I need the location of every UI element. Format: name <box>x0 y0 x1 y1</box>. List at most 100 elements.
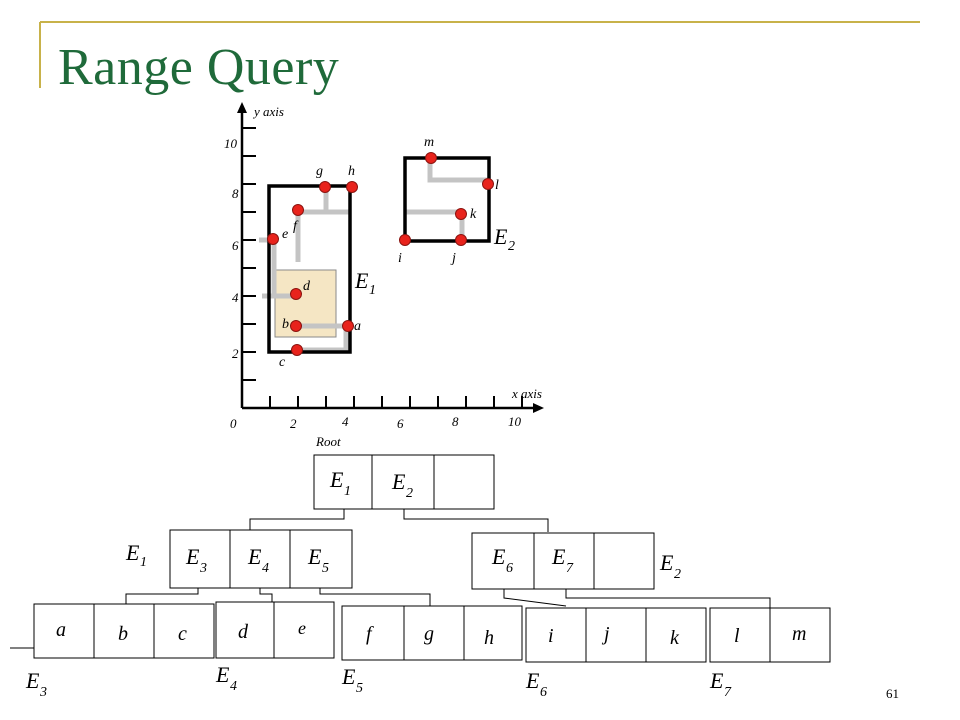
point-i <box>399 234 411 246</box>
point-label-l: l <box>495 178 499 193</box>
node-e1 <box>169 529 353 589</box>
point-label-k: k <box>470 207 477 222</box>
node-e2-entry-e7: E 7 <box>551 544 574 576</box>
y-tick-6: 6 <box>232 238 239 253</box>
svg-text:2: 2 <box>674 567 681 582</box>
point-label-j: j <box>450 251 456 266</box>
svg-text:6: 6 <box>540 685 547 700</box>
point-label-a: a <box>354 319 361 334</box>
svg-text:E: E <box>329 467 344 492</box>
svg-text:E: E <box>125 540 140 565</box>
point-c <box>291 344 303 356</box>
leaf-e5-entry-g: g <box>424 623 434 645</box>
leaf-e4-entry-d: d <box>238 621 249 643</box>
x-axis-label: x axis <box>511 386 542 401</box>
root-connectors <box>249 509 549 532</box>
mbr-e1 <box>267 184 352 354</box>
leaf-e6-entry-k: k <box>670 627 680 649</box>
node-e1-label: E 1 <box>125 540 147 570</box>
svg-text:1: 1 <box>369 283 376 298</box>
leaf-e3 <box>10 603 215 659</box>
point-label-i: i <box>398 251 402 266</box>
slide-corner-decoration <box>39 21 920 88</box>
x-tick-10: 10 <box>508 414 522 429</box>
point-b <box>290 320 302 332</box>
svg-text:E: E <box>493 224 508 249</box>
mbr-label-e2: E 2 <box>493 224 515 254</box>
svg-text:4: 4 <box>262 561 269 576</box>
svg-text:7: 7 <box>566 561 574 576</box>
point-label-d: d <box>303 279 311 294</box>
y-tick-10: 10 <box>224 136 238 151</box>
point-m <box>425 152 437 164</box>
svg-text:E: E <box>307 544 322 569</box>
svg-text:E: E <box>525 668 540 693</box>
point-label-h: h <box>348 164 355 179</box>
leaf-e4-entry-e: e <box>298 618 306 638</box>
leaf-e4 <box>215 601 335 659</box>
point-l <box>482 178 494 190</box>
data-points <box>267 152 494 356</box>
leaf-e6 <box>525 607 707 663</box>
mbr-label-e1: E 1 <box>354 268 376 298</box>
svg-text:E: E <box>25 668 40 693</box>
x-tick-2: 2 <box>290 416 297 431</box>
node-e2-entry-e6: E 6 <box>491 544 513 576</box>
leaf-e7 <box>709 607 831 663</box>
point-label-c: c <box>279 355 286 370</box>
svg-text:1: 1 <box>344 484 351 499</box>
leaf-e6-label: E 6 <box>525 668 547 700</box>
mbr-e2 <box>403 156 491 243</box>
x-tick-8: 8 <box>452 414 459 429</box>
y-tick-2: 2 <box>232 346 239 361</box>
svg-text:1: 1 <box>140 555 147 570</box>
leaf-e3-label: E 3 <box>25 668 47 700</box>
svg-text:E: E <box>659 550 674 575</box>
leaf-e6-entry-i: i <box>548 625 554 647</box>
point-j <box>455 234 467 246</box>
point-k <box>455 208 467 220</box>
leaf-e5 <box>341 605 523 661</box>
point-label-e: e <box>282 227 288 242</box>
leaf-e5-label: E 5 <box>341 664 363 696</box>
leaf-e7-entry-m: m <box>792 623 806 645</box>
axis-origin-label: 0 <box>230 416 237 431</box>
svg-text:E: E <box>341 664 356 689</box>
svg-text:E: E <box>247 544 262 569</box>
y-tick-8: 8 <box>232 186 239 201</box>
leaf-e5-entry-h: h <box>484 627 494 649</box>
leaf-e4-label: E 4 <box>215 662 237 694</box>
node-e1-entry-e4: E 4 <box>247 544 269 576</box>
point-h <box>346 181 358 193</box>
root-entry-e1: E 1 <box>329 467 351 499</box>
svg-text:6: 6 <box>506 561 513 576</box>
page-title: Range Query <box>58 39 340 96</box>
page-number: 61 <box>886 686 899 701</box>
root-label: Root <box>315 434 341 449</box>
y-axis-label: y axis <box>252 104 284 119</box>
svg-text:E: E <box>215 662 230 687</box>
svg-text:E: E <box>551 544 566 569</box>
plot-axes <box>237 102 544 413</box>
leaf-e6-entry-j: j <box>601 623 610 645</box>
leaf-e3-entry-b: b <box>118 623 128 645</box>
leaf-e7-label: E 7 <box>709 668 732 700</box>
svg-text:5: 5 <box>356 681 363 696</box>
leaf-e3-entry-c: c <box>178 623 187 645</box>
node-e1-entry-e5: E 5 <box>307 544 329 576</box>
point-label-f: f <box>293 219 299 234</box>
root-entry-e2: E 2 <box>391 469 413 501</box>
leaf-e7-entry-l: l <box>734 625 740 647</box>
svg-text:E: E <box>185 544 200 569</box>
level1-connectors <box>125 588 771 608</box>
point-f <box>292 204 304 216</box>
svg-text:2: 2 <box>508 239 515 254</box>
point-d <box>290 288 302 300</box>
point-label-m: m <box>424 135 434 150</box>
point-e <box>267 233 279 245</box>
node-e1-entry-e3: E 3 <box>185 544 207 576</box>
root-node <box>313 454 495 510</box>
svg-text:4: 4 <box>230 679 237 694</box>
point-g <box>319 181 331 193</box>
